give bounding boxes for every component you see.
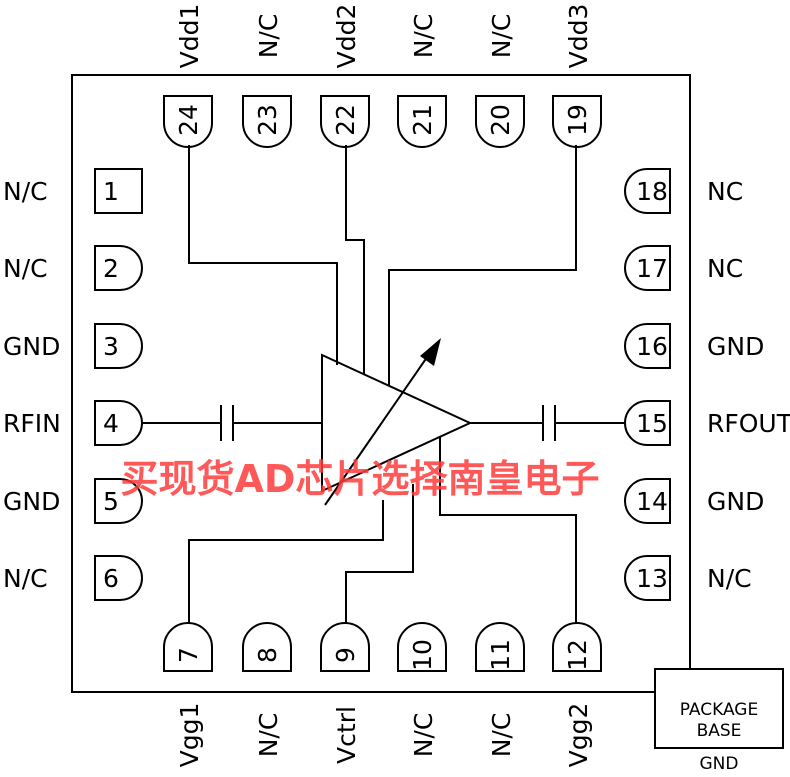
pin-label: RFOUT <box>707 409 790 438</box>
pin-label: NC <box>707 177 743 206</box>
pin-label: N/C <box>3 254 48 283</box>
pin-label: N/C <box>409 713 438 758</box>
pin-number: 11 <box>486 639 515 671</box>
pin-label: N/C <box>254 713 283 758</box>
left-pin-5: 5 GND <box>3 478 143 524</box>
right-pin-17: 17 NC <box>624 245 743 291</box>
pin-number: 13 <box>636 564 668 593</box>
pin-number: 6 <box>103 564 119 593</box>
left-pin-6: 6 N/C <box>3 555 143 601</box>
pin-label: NC <box>707 254 743 283</box>
pin-number: 14 <box>636 487 668 516</box>
pin-number: 21 <box>408 104 437 136</box>
pin-label: Vctrl <box>332 706 361 764</box>
pin-label: N/C <box>409 14 438 59</box>
pin-number: 16 <box>636 332 668 361</box>
pin-label: GND <box>707 487 764 516</box>
pin-number: 4 <box>103 409 119 438</box>
pin-number: 10 <box>408 639 437 671</box>
pin-number: 17 <box>636 254 668 283</box>
pin-label: N/C <box>3 564 48 593</box>
bottom-pin-12: 12 Vgg2 <box>552 622 602 768</box>
pin-label: N/C <box>487 713 516 758</box>
vdd3-trace <box>388 145 577 388</box>
pin-label: GND <box>3 332 60 361</box>
bottom-pin-8: 8 N/C <box>242 622 292 758</box>
pin-label: Vdd1 <box>175 4 204 69</box>
pin-label: Vgg2 <box>564 703 593 768</box>
package-base-line1: PACKAGE <box>680 700 758 720</box>
pin-number: 24 <box>174 104 203 136</box>
pin-number: 1 <box>103 177 119 206</box>
pin-label: N/C <box>3 177 48 206</box>
pin-label: N/C <box>254 14 283 59</box>
pin-label: N/C <box>487 14 516 59</box>
pin-label: Vgg1 <box>175 703 204 768</box>
bottom-pin-11: 11 N/C <box>475 622 525 758</box>
vdd1-trace <box>188 145 338 365</box>
watermark-text: 买现货AD芯片选择南皇电子 <box>121 457 600 501</box>
pin-number: 8 <box>253 647 282 663</box>
pin-label: RFIN <box>3 409 61 438</box>
rfout-capacitor <box>542 405 556 441</box>
pin-number: 20 <box>486 104 515 136</box>
internal-wiring <box>142 145 626 623</box>
bottom-pin-10: 10 N/C <box>397 622 447 758</box>
vdd2-trace <box>345 145 365 376</box>
left-pin-1: 1 N/C <box>3 168 143 214</box>
pin-number: 15 <box>636 409 668 438</box>
top-pin-23: 23 N/C <box>242 14 292 148</box>
vctrl-trace <box>345 484 414 623</box>
right-pin-13: 13 N/C <box>624 555 752 601</box>
pin-number: 23 <box>253 104 282 136</box>
vgg1-trace <box>188 500 384 623</box>
right-pin-16: 16 GND <box>624 323 764 369</box>
package-base-box <box>654 668 784 749</box>
pin-number: 22 <box>331 104 360 136</box>
top-pin-21: 21 N/C <box>397 14 447 148</box>
pin-label: GND <box>707 332 764 361</box>
left-pin-4: 4 RFIN <box>3 400 143 446</box>
right-pin-18: 18 NC <box>624 168 743 214</box>
bottom-pin-7: 7 Vgg1 <box>163 622 213 768</box>
right-pin-15: 15 RFOUT <box>624 400 790 446</box>
package-base-gnd-label: GND <box>700 754 739 772</box>
pin-number: 2 <box>103 254 119 283</box>
pin-number: 18 <box>636 177 668 206</box>
package-outline <box>71 74 691 693</box>
pin-label: N/C <box>707 564 752 593</box>
top-pin-20: 20 N/C <box>475 14 525 148</box>
variable-gain-arrowhead <box>420 338 441 366</box>
rfin-capacitor <box>220 405 234 441</box>
top-pin-19: 19 Vdd3 <box>552 4 602 148</box>
pin-number: 3 <box>103 332 119 361</box>
pin-number: 12 <box>563 639 592 671</box>
left-pin-2: 2 N/C <box>3 245 143 291</box>
pin-number: 9 <box>331 647 360 663</box>
pin-label: Vdd3 <box>564 4 593 69</box>
package-base-line2: BASE <box>697 721 742 741</box>
pin-number: 19 <box>563 104 592 136</box>
left-pin-3: 3 GND <box>3 323 143 369</box>
pin-number: 7 <box>174 647 203 663</box>
pin-number: 5 <box>103 487 119 516</box>
pin-label: GND <box>3 487 60 516</box>
right-pin-14: 14 GND <box>624 478 764 524</box>
vgg2-trace <box>439 436 577 623</box>
pin-label: Vdd2 <box>332 4 361 69</box>
variable-gain-arrow-line <box>324 349 433 506</box>
bottom-pin-9: 9 Vctrl <box>320 622 370 764</box>
top-pin-24: 24 Vdd1 <box>163 4 213 148</box>
